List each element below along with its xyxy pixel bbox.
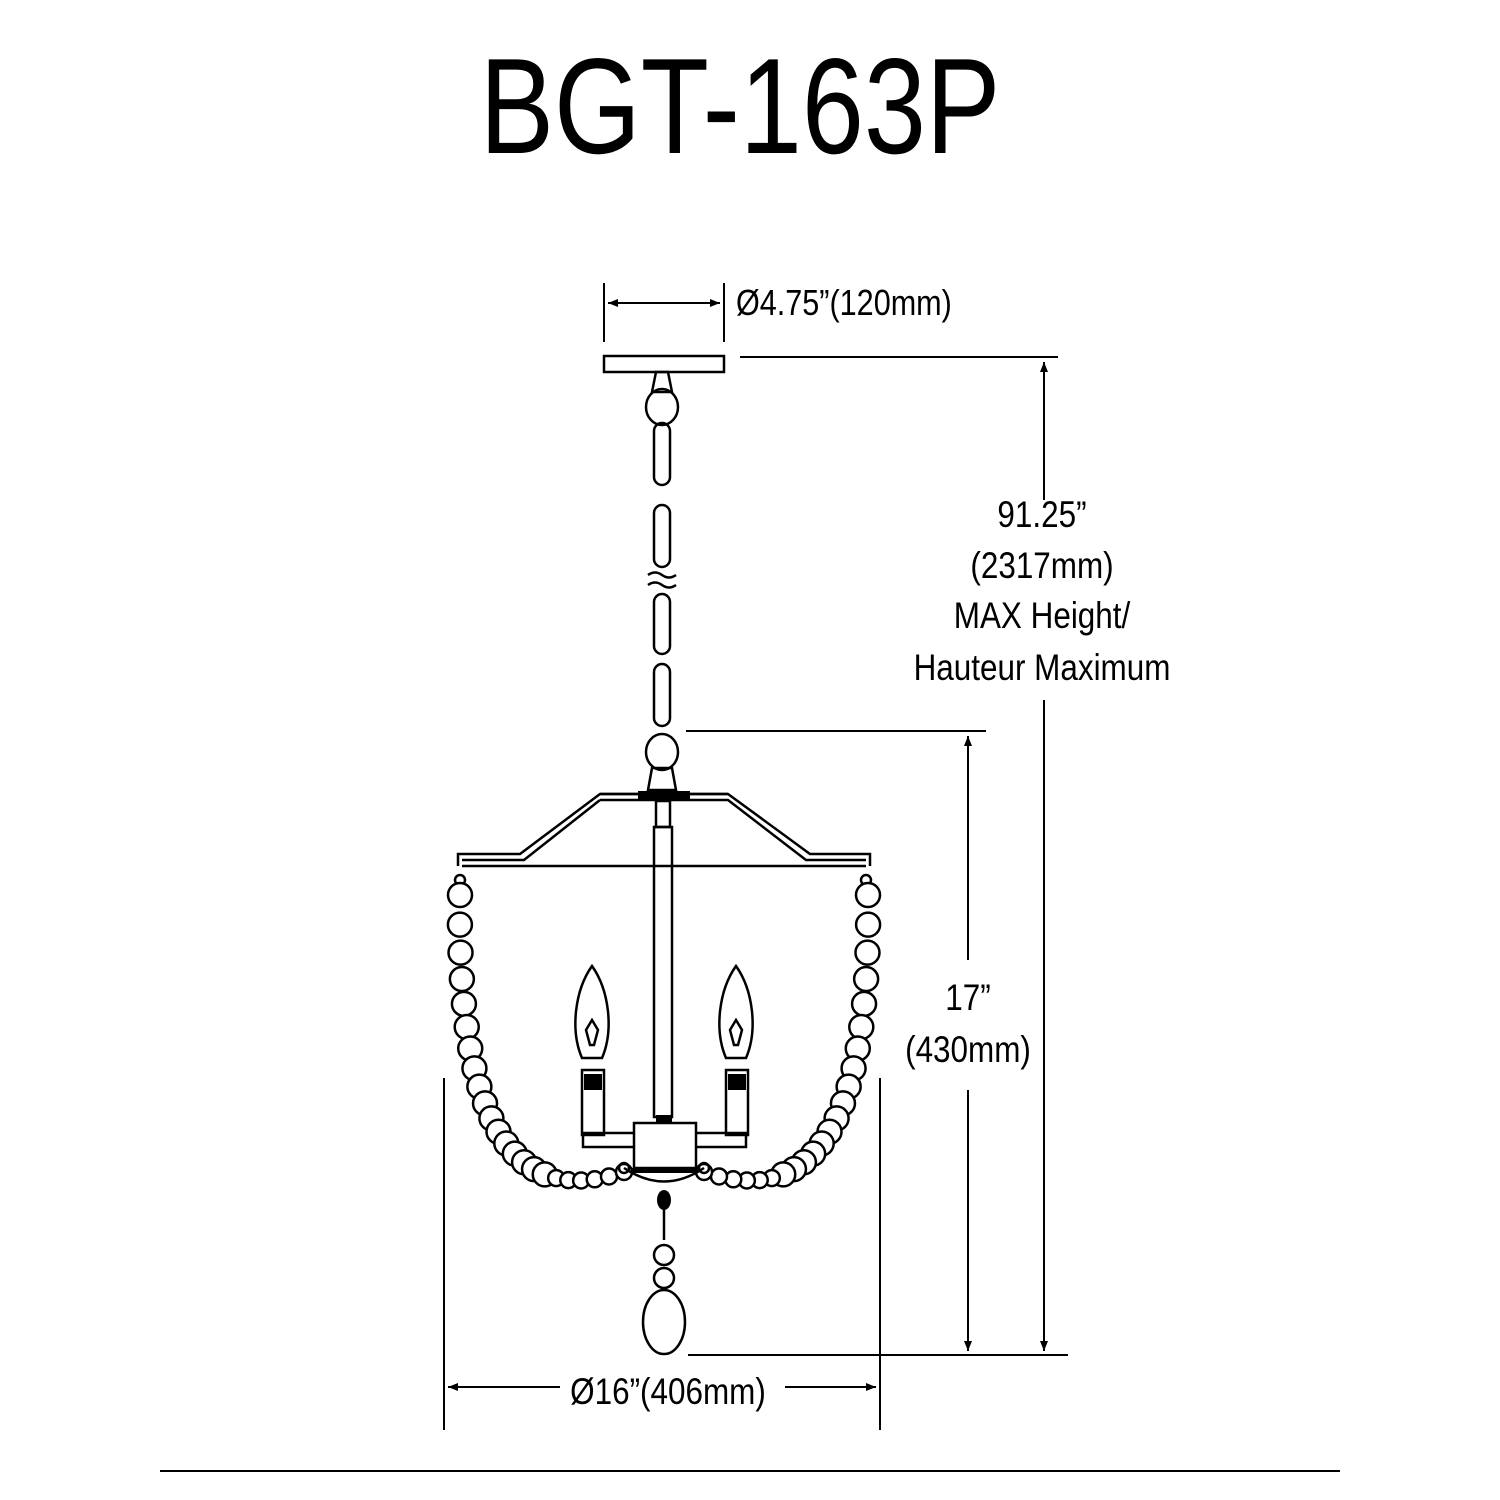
candle-right xyxy=(718,963,754,1137)
canopy-dimension-label: Ø4.75”(120mm) xyxy=(736,284,952,324)
bead xyxy=(448,965,476,993)
bead xyxy=(446,881,474,909)
bead xyxy=(848,1013,875,1041)
bead xyxy=(709,1167,729,1186)
max-height-label-fr: Hauteur Maximum xyxy=(914,648,1171,689)
width-dimension: Ø16”(406mm) xyxy=(443,1078,881,1430)
bead xyxy=(854,911,882,938)
max-height-inches: 91.25” xyxy=(997,495,1086,536)
bead xyxy=(450,990,478,1018)
fixture-height-mm: (430mm) xyxy=(905,1030,1031,1071)
fixture-height-dimension: 17” (430mm) xyxy=(686,730,1031,1351)
candle-left xyxy=(574,963,610,1137)
bead xyxy=(850,990,878,1018)
canopy-dimension: Ø4.75”(120mm) xyxy=(603,283,952,342)
chain xyxy=(644,387,680,772)
bead xyxy=(854,881,882,909)
max-height-mm: (2317mm) xyxy=(970,546,1113,587)
model-title: BGT-163P xyxy=(480,31,1001,183)
bead xyxy=(446,911,474,938)
bead xyxy=(599,1167,619,1186)
bead xyxy=(854,939,881,966)
bead xyxy=(453,1013,480,1041)
bead xyxy=(447,939,474,966)
chandelier-illustration xyxy=(446,354,882,1356)
max-height-dimension: 91.25” (2317mm) MAX Height/ Hauteur Maxi… xyxy=(688,356,1171,1356)
fixture-height-inches: 17” xyxy=(945,978,990,1019)
canopy xyxy=(602,354,726,374)
bead-garlands xyxy=(446,881,882,1190)
bead xyxy=(852,965,880,993)
max-height-label-en: MAX Height/ xyxy=(954,596,1131,637)
width-dimension-label: Ø16”(406mm) xyxy=(570,1372,766,1413)
